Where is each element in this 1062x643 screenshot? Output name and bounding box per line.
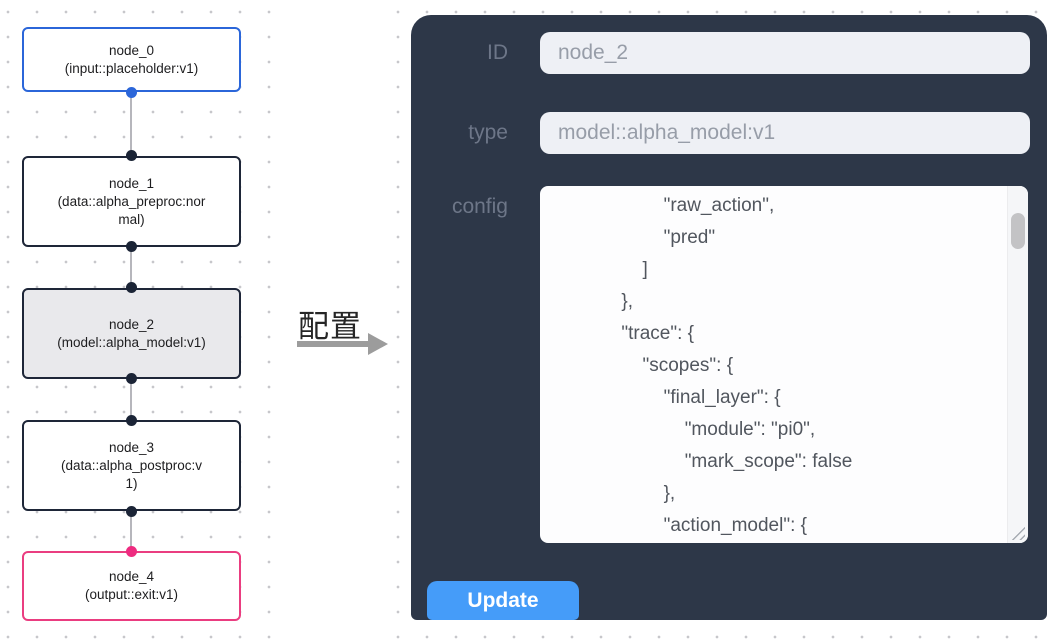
type-input[interactable] [540, 112, 1030, 154]
node3-target-handle[interactable] [126, 415, 137, 426]
node3-id-label: node_3 [108, 439, 155, 455]
flow-node-node_0[interactable]: node_0 (input::placeholder:v1) [22, 27, 241, 92]
flow-node-node_4[interactable]: node_4 (output::exit:v1) [22, 551, 241, 621]
node2-target-handle[interactable] [126, 282, 137, 293]
config-json-text: "raw_action", "pred" ] }, "trace": { "sc… [621, 195, 853, 536]
node4-id-label: node_4 [108, 569, 155, 584]
node-config-panel: ID type config "raw_action", "pred" ] },… [411, 15, 1047, 620]
node1-target-handle[interactable] [126, 150, 137, 161]
configure-arrow-head-icon [368, 333, 388, 355]
flow-node-node_2[interactable]: node_2 (model::alpha_model:v1) [22, 288, 241, 379]
flow-node-node_3[interactable]: node_3 (data::alpha_postproc:v1) [22, 420, 241, 511]
edge-node1-node2[interactable] [130, 247, 132, 288]
node1-source-handle[interactable] [126, 241, 137, 252]
node1-type-label: (data::alpha_preproc:normal) [57, 193, 206, 227]
config-field-label: config [451, 195, 508, 218]
config-textarea[interactable]: "raw_action", "pred" ] }, "trace": { "sc… [540, 186, 1028, 543]
node3-source-handle[interactable] [126, 506, 137, 517]
config-scrollbar-thumb[interactable] [1011, 213, 1025, 249]
node4-type-label: (output::exit:v1) [84, 587, 179, 602]
id-field-label: ID [487, 41, 508, 64]
config-scrollbar[interactable] [1007, 186, 1028, 543]
node0-source-handle[interactable] [126, 87, 137, 98]
node3-type-label: (data::alpha_postproc:v1) [60, 457, 203, 491]
node0-id-label: node_0 [108, 42, 155, 58]
configure-arrow [297, 341, 368, 347]
configure-annotation-label: 配置 [298, 309, 362, 344]
node4-target-handle[interactable] [126, 546, 137, 557]
update-button[interactable]: Update [427, 581, 579, 620]
edge-node0-node1[interactable] [130, 92, 132, 156]
edge-node2-node3[interactable] [130, 379, 132, 420]
flow-node-node_1[interactable]: node_1 (data::alpha_preproc:normal) [22, 156, 241, 247]
type-field-label: type [468, 121, 508, 144]
node0-type-label: (input::placeholder:v1) [64, 60, 199, 76]
id-input[interactable] [540, 32, 1030, 74]
node1-id-label: node_1 [108, 175, 155, 191]
node2-type-label: (model::alpha_model:v1) [57, 334, 206, 350]
node2-id-label: node_2 [108, 316, 155, 332]
edge-node3-node4[interactable] [130, 511, 132, 551]
node2-source-handle[interactable] [126, 373, 137, 384]
